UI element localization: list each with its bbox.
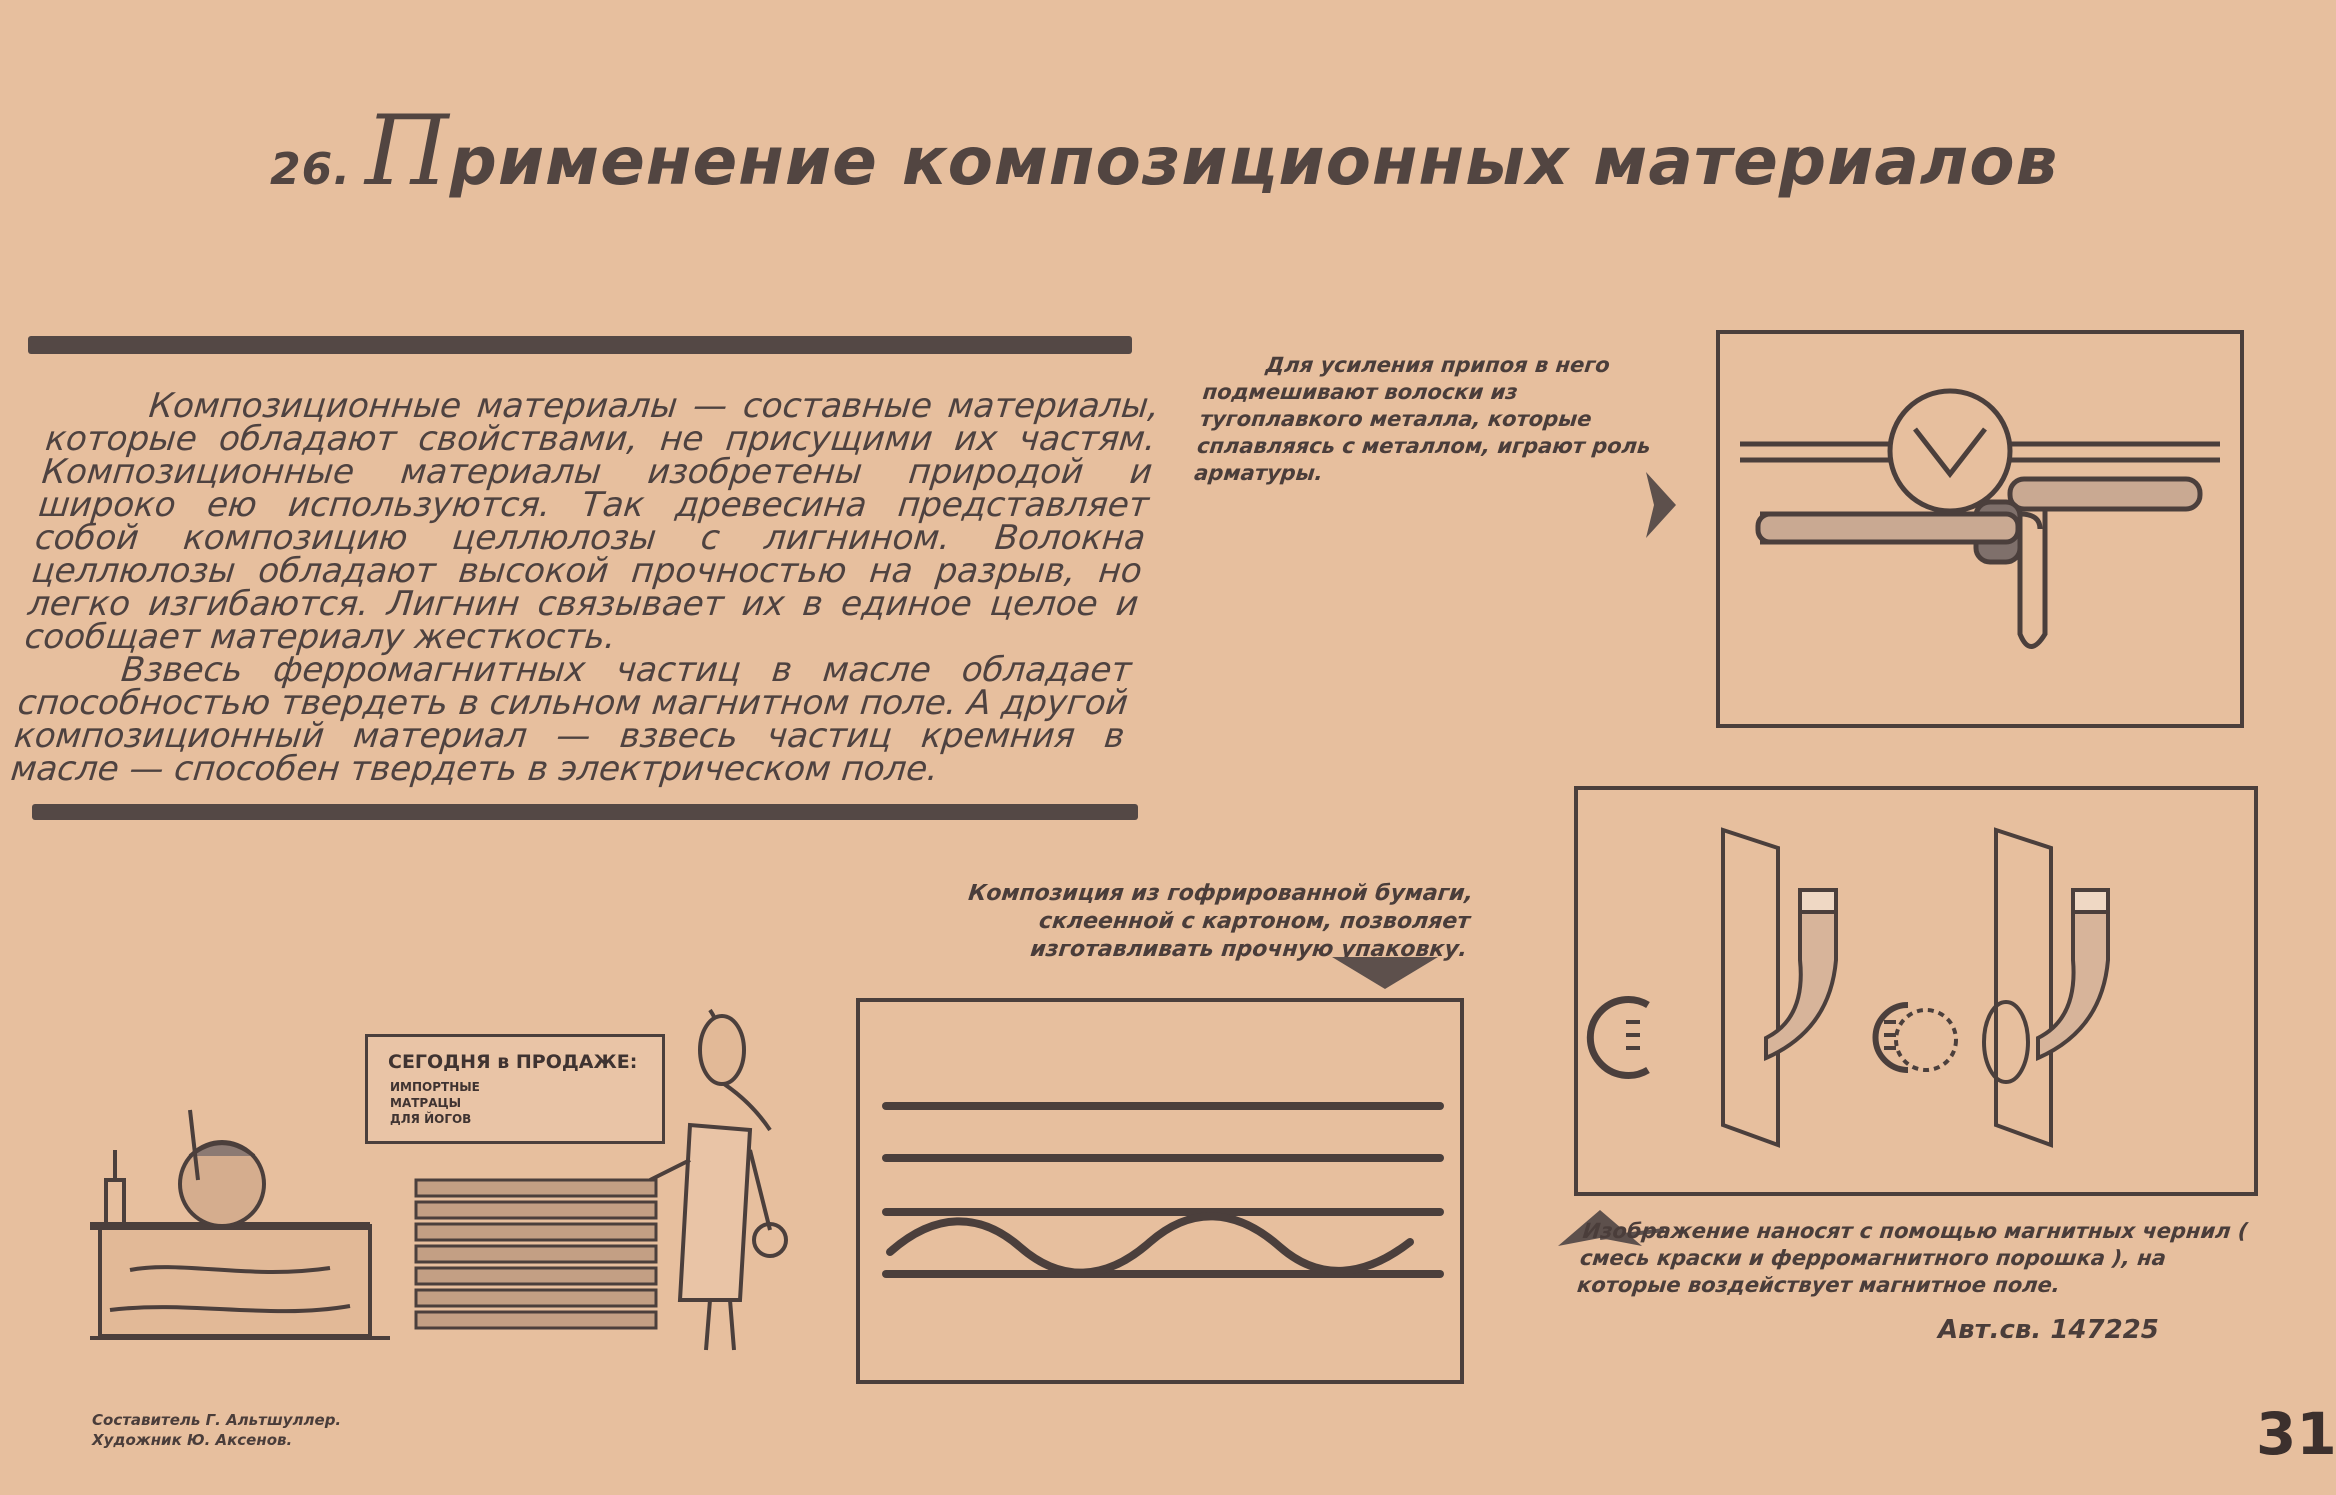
magnetic-ink-caption: Изображение наносят с помощью магнитных … xyxy=(1575,1219,2249,1297)
page-number: 31 xyxy=(2256,1400,2336,1468)
arrow-up-icon xyxy=(1558,1210,1665,1246)
title-initial: П xyxy=(364,95,450,207)
corrugated-caption: Композиция из гофрированной бумаги, скле… xyxy=(967,881,1475,962)
solder-caption: Для усиления припоя в него подмешивают в… xyxy=(1193,353,1652,485)
solder-illustration xyxy=(1716,330,2244,728)
title-text: рименение композиционных материалов xyxy=(449,123,2059,200)
arrow-down-icon xyxy=(1332,957,1438,989)
credits: Составитель Г. Альтшуллер. Художник Ю. А… xyxy=(92,1410,341,1450)
solder-drawing xyxy=(1740,388,2220,649)
paragraph-2: Взвесь ферромагнитных частиц в масле обл… xyxy=(8,650,1134,789)
section-number: 26. xyxy=(270,144,351,195)
credit-artist: Художник Ю. Аксенов. xyxy=(92,1431,293,1449)
corrugated-illustration xyxy=(856,998,1464,1384)
magnetic-ink-illustration xyxy=(1574,786,2258,1196)
credit-compiler: Составитель Г. Альтшуллер. xyxy=(92,1411,342,1429)
sign-line-mattresses: МАТРАЦЫ xyxy=(390,1096,462,1110)
magnetic-ink-drawing xyxy=(1586,827,2110,1148)
page-title: 26. Применение композиционных материалов xyxy=(270,95,2058,207)
paragraph-1: Композиционные материалы — составные мат… xyxy=(22,386,1162,657)
sign-line-yogis: ДЛЯ ЙОГОВ xyxy=(390,1112,472,1126)
sign-line-imported: ИМПОРТНЫЕ xyxy=(390,1080,480,1094)
bottom-divider xyxy=(32,804,1138,820)
author-certificate: Авт.св. 147225 xyxy=(1938,1315,2159,1345)
corrugated-drawing xyxy=(882,1102,1444,1278)
sign-body: ИМПОРТНЫЕ МАТРАЦЫ ДЛЯ ЙОГОВ xyxy=(390,1079,480,1127)
cartoon-illustration xyxy=(90,1008,788,1351)
top-divider xyxy=(28,336,1132,354)
arrow-right-icon xyxy=(1646,472,1676,538)
sign-headline: СЕГОДНЯ в ПРОДАЖЕ: xyxy=(388,1051,638,1073)
sale-sign: СЕГОДНЯ в ПРОДАЖЕ: ИМПОРТНЫЕ МАТРАЦЫ ДЛЯ… xyxy=(365,1034,665,1144)
main-text: Композиционные материалы — составные мат… xyxy=(8,386,1162,789)
